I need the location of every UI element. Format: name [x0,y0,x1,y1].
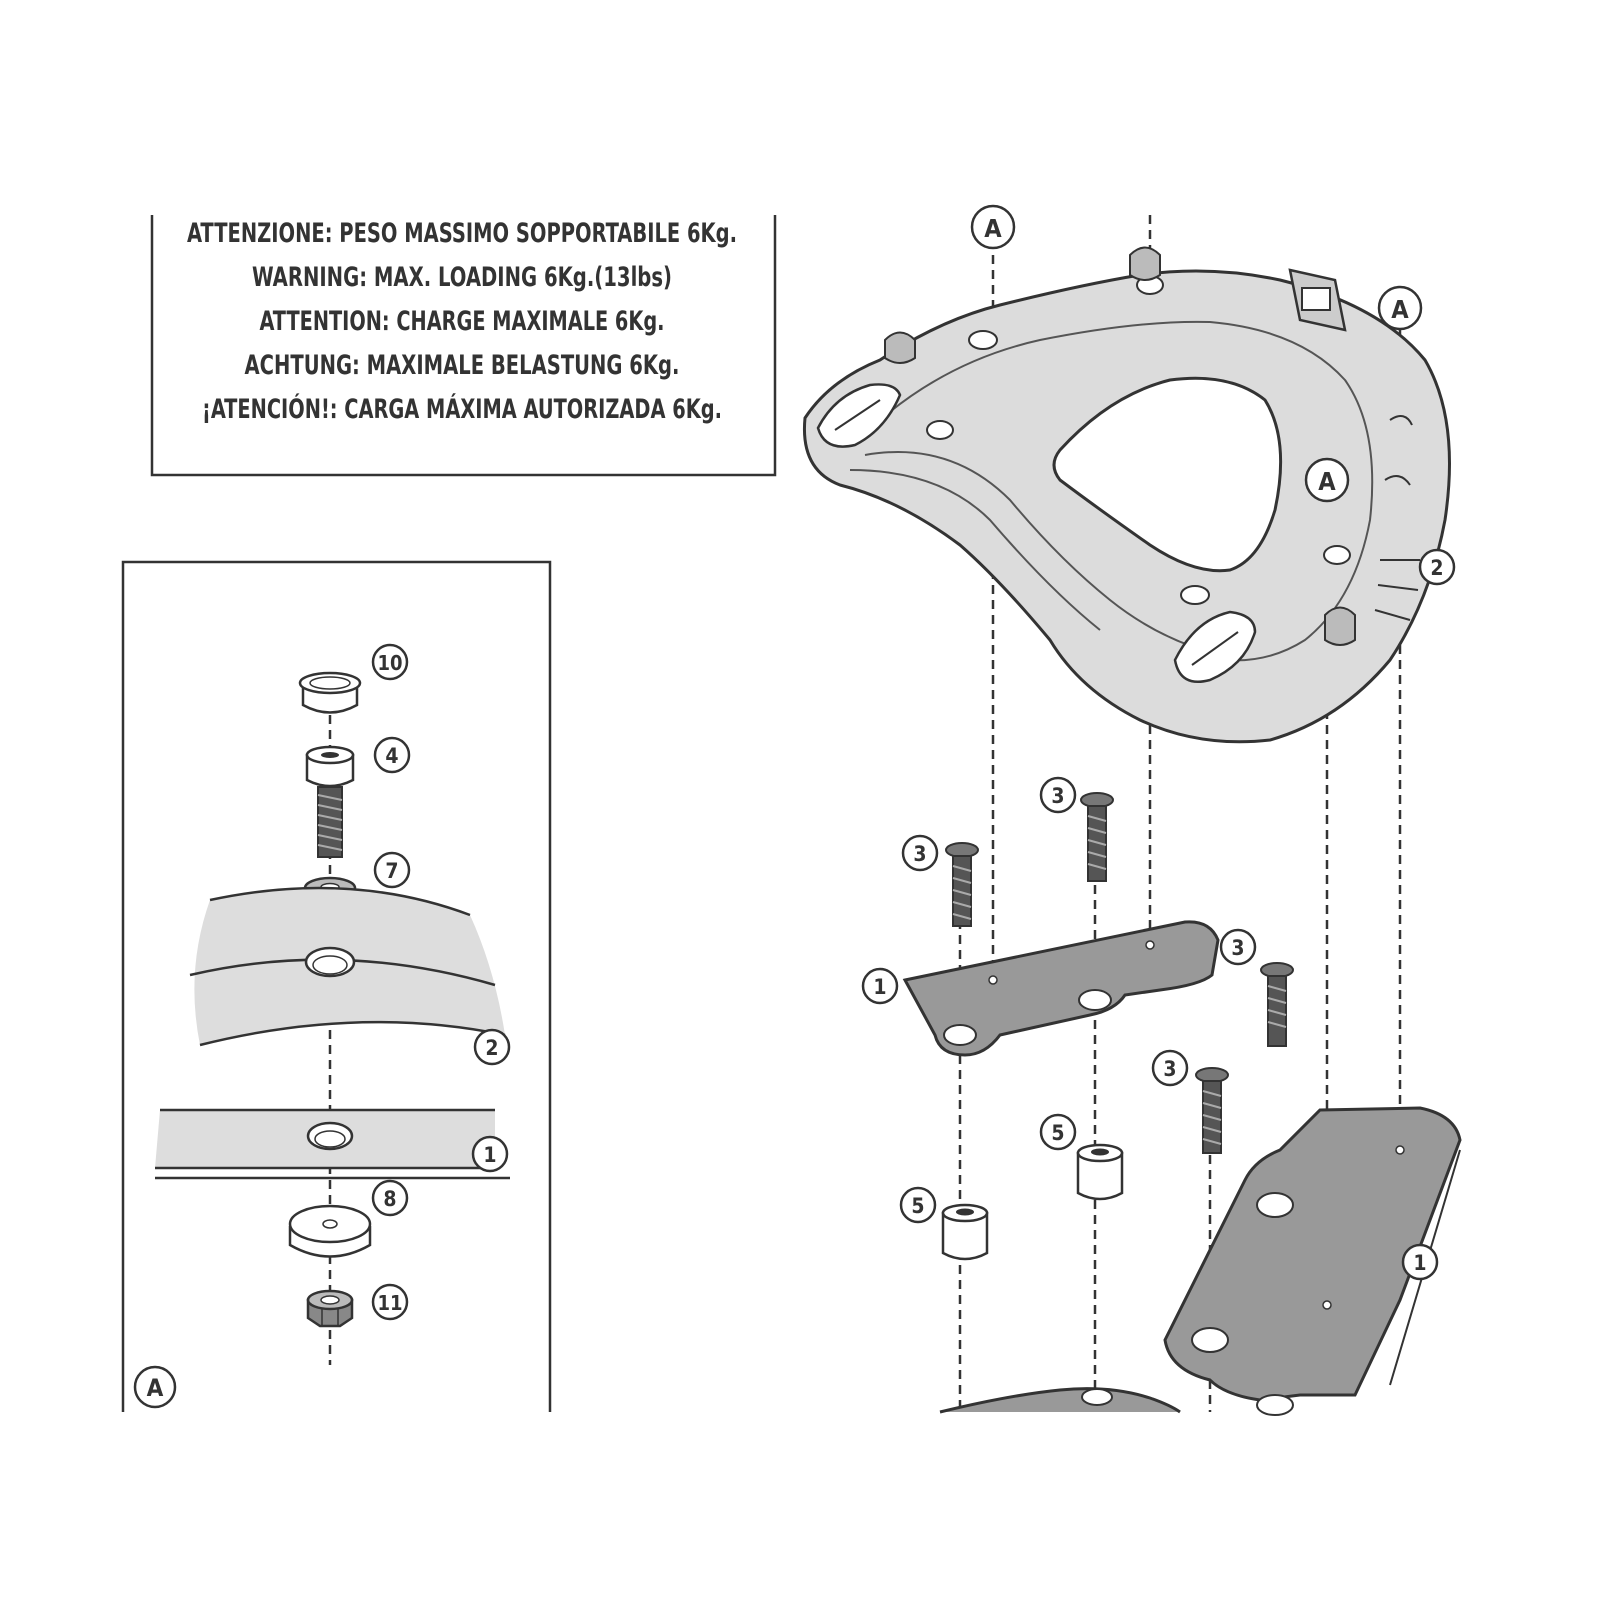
callout-a-right: A [1377,285,1423,331]
top-plate-item-2 [802,246,1451,744]
callout-3-a: 3 [901,834,939,872]
svg-text:4: 4 [385,744,398,768]
stud-item-4 [305,745,355,858]
detail-a-panel: 10 4 7 2 1 8 11 A [121,560,552,1412]
warning-line-en: WARNING: MAX. LOADING 6Kg.(13lbs) [252,262,672,293]
callout-8: 8 [371,1179,409,1217]
nut-item-11 [306,1289,354,1328]
callout-4: 4 [373,736,411,774]
svg-text:5: 5 [911,1194,924,1218]
warning-box: ATTENZIONE: PESO MASSIMO SOPPORTABILE 6K… [150,215,777,477]
callout-2-plate: 2 [1418,548,1456,586]
bracket-left-item-1 [902,920,1220,1057]
svg-text:A: A [147,1374,164,1402]
callout-7: 7 [373,851,411,889]
screw-item-3-c [1260,962,1294,1047]
svg-text:3: 3 [1051,784,1064,808]
svg-text:1: 1 [873,975,886,999]
callout-11: 11 [371,1283,409,1321]
callout-1-left: 1 [861,967,899,1005]
screw-item-3-a [945,842,979,927]
callout-1: 1 [471,1135,509,1173]
svg-text:2: 2 [1430,556,1443,580]
plate-section-item-2 [189,886,506,1047]
spacer-item-5-a [941,1203,989,1261]
warning-line-it: ATTENZIONE: PESO MASSIMO SOPPORTABILE 6K… [187,218,737,249]
svg-text:10: 10 [377,651,402,675]
svg-text:A: A [1318,467,1336,496]
svg-text:A: A [984,214,1002,243]
callout-3-b: 3 [1039,776,1077,814]
frame-partial [939,1387,1181,1414]
warning-line-es: ¡ATENCIÓN!: CARGA MÁXIMA AUTORIZADA 6Kg. [202,393,722,425]
svg-text:1: 1 [1413,1251,1426,1275]
callout-10: 10 [371,643,409,681]
cap-item-10 [298,671,362,714]
svg-text:3: 3 [1231,936,1244,960]
svg-text:A: A [1391,295,1409,324]
detail-label-a: A [133,1365,177,1409]
spacer-item-5-b [1076,1143,1124,1201]
washer-item-8 [288,1204,372,1258]
svg-text:1: 1 [483,1143,496,1167]
svg-text:11: 11 [377,1291,402,1315]
svg-text:7: 7 [385,859,398,883]
bracket-section-item-1 [155,1108,510,1180]
svg-text:3: 3 [913,842,926,866]
exploded-view: A A A 2 3 3 3 3 [802,204,1462,1416]
svg-text:8: 8 [383,1187,396,1211]
callout-5-b: 5 [1039,1113,1077,1151]
callout-2: 2 [473,1028,511,1066]
callout-3-d: 3 [1151,1049,1189,1087]
callout-3-c: 3 [1219,928,1257,966]
callout-a-top: A [970,204,1016,250]
callout-5-a: 5 [899,1186,937,1224]
screw-item-3-b [1080,792,1114,882]
svg-text:2: 2 [485,1036,498,1060]
callout-1-right: 1 [1401,1243,1439,1281]
svg-text:3: 3 [1163,1057,1176,1081]
warning-box-frame [150,215,777,477]
warning-line-fr: ATTENTION: CHARGE MAXIMALE 6Kg. [260,306,665,337]
warning-line-de: ACHTUNG: MAXIMALE BELASTUNG 6Kg. [245,350,680,381]
callout-a-middle: A [1304,457,1350,503]
detail-frame [121,560,552,1412]
screw-item-3-d [1195,1067,1229,1154]
svg-text:5: 5 [1051,1121,1064,1145]
